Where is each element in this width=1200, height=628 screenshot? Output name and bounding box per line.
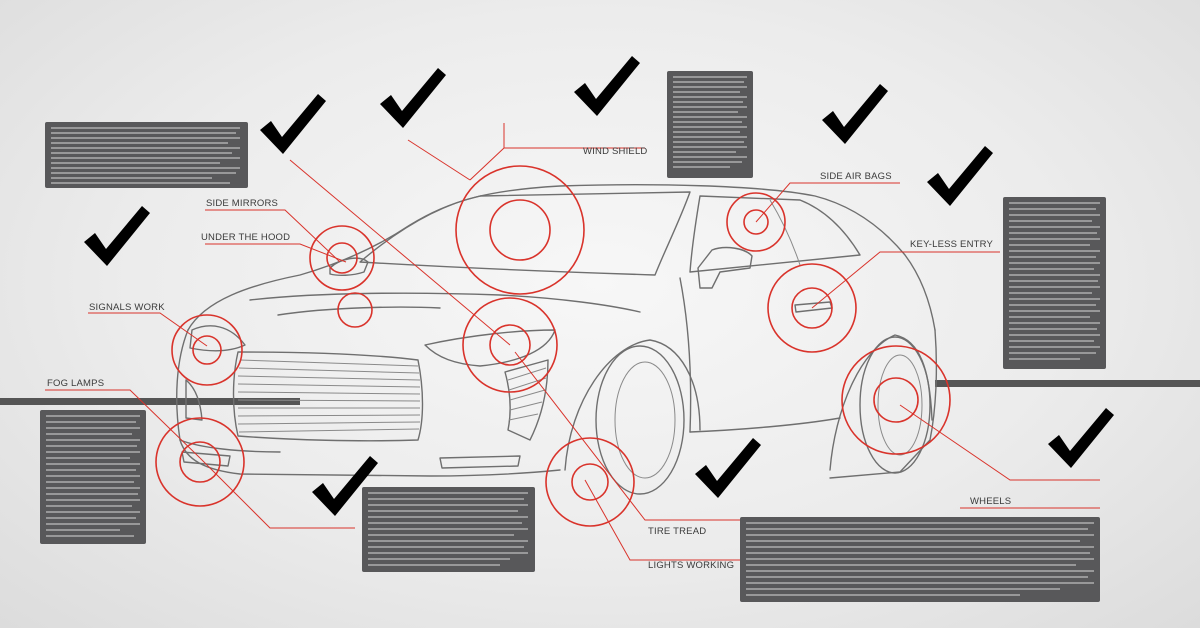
checkmark-icon [260, 94, 326, 154]
label-key-less-entry: KEY-LESS ENTRY [910, 239, 994, 250]
info-box-left [40, 410, 146, 544]
label-tire-tread: TIRE TREAD [648, 526, 706, 537]
info-box-top-center [667, 71, 753, 178]
label-lights-working: LIGHTS WORKING [648, 560, 734, 571]
label-wind-shield: WIND SHIELD [583, 146, 647, 157]
label-fog-lamps: FOG LAMPS [47, 378, 104, 389]
checkmark-icon [380, 68, 446, 128]
part-labels: WIND SHIELD SIDE AIR BAGS KEY-LESS ENTRY… [47, 146, 1011, 571]
leader-lines [45, 123, 1100, 561]
label-signals-work: SIGNALS WORK [89, 302, 165, 313]
checkmark-icon [695, 438, 761, 498]
ground-bar [0, 380, 1200, 405]
info-box-right [1003, 197, 1106, 369]
checkmark-icon [822, 84, 888, 144]
label-side-mirrors: SIDE MIRRORS [206, 198, 278, 209]
label-under-the-hood: UNDER THE HOOD [201, 232, 290, 243]
info-box-bottom-center [362, 487, 535, 572]
checkmark-icon [1048, 408, 1114, 468]
info-box-bottom-right [740, 517, 1100, 602]
target-rings [155, 165, 951, 527]
label-wheels: WHEELS [970, 496, 1011, 507]
checkmark-icon [84, 206, 150, 266]
checkmark-icon [574, 56, 640, 116]
info-box-top-left [45, 122, 248, 188]
label-side-air-bags: SIDE AIR BAGS [820, 171, 892, 182]
checkmark-icon [927, 146, 993, 206]
